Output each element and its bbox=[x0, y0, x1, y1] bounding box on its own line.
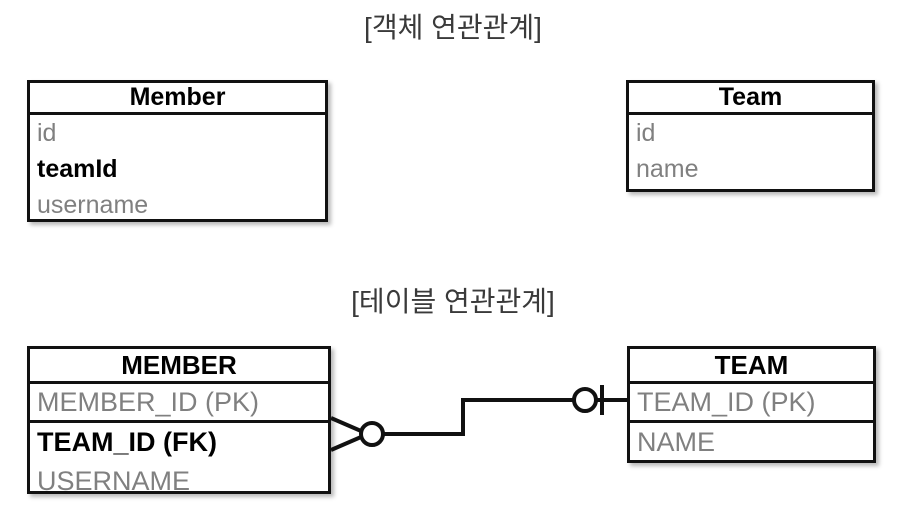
entity-member-object[interactable]: Member id teamId username bbox=[27, 80, 328, 222]
entity-team-table[interactable]: TEAM TEAM_ID (PK) NAME bbox=[627, 346, 876, 463]
cardinality-zero-circle-right-icon bbox=[572, 387, 598, 413]
field-member-table-username: USERNAME bbox=[37, 466, 191, 496]
entity-member-table[interactable]: MEMBER MEMBER_ID (PK) TEAM_ID (FK) USERN… bbox=[27, 346, 331, 496]
cardinality-zero-circle-left-icon bbox=[359, 421, 385, 447]
field-member-object-teamid: teamId bbox=[37, 154, 118, 183]
field-member-table-team-id: TEAM_ID (FK) bbox=[37, 427, 217, 457]
relationship-line bbox=[380, 398, 627, 436]
entity-team-table-header: TEAM bbox=[630, 349, 873, 384]
entity-member-object-header: Member bbox=[30, 83, 325, 115]
field-member-object-username: username bbox=[37, 190, 149, 219]
entity-member-table-header: MEMBER bbox=[30, 349, 328, 384]
field-team-table-name: NAME bbox=[637, 427, 716, 457]
entity-team-object-header: Team bbox=[629, 83, 872, 115]
field-team-object-id: id bbox=[636, 118, 656, 147]
object-model-title: [객체 연관관계] bbox=[364, 12, 542, 43]
field-member-table-member-id: MEMBER_ID (PK) bbox=[30, 384, 328, 423]
field-member-object-id: id bbox=[37, 118, 57, 147]
entity-team-object[interactable]: Team id name bbox=[626, 80, 875, 192]
table-model-title: [테이블 연관관계] bbox=[351, 286, 555, 317]
crows-foot-many-icon bbox=[330, 416, 374, 452]
field-team-table-team-id: TEAM_ID (PK) bbox=[630, 384, 873, 423]
field-team-object-name: name bbox=[636, 154, 699, 183]
